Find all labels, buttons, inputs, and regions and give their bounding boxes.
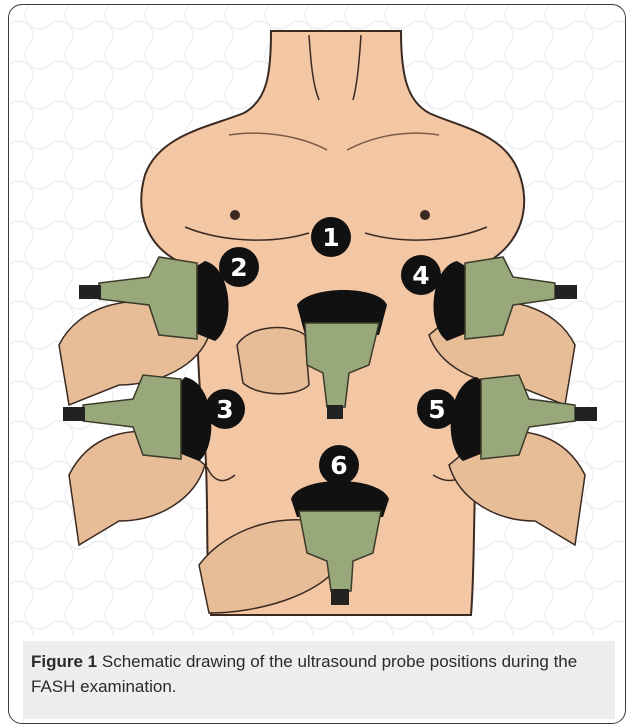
probe-5-cable — [575, 407, 597, 421]
caption-label: Figure 1 — [31, 652, 97, 671]
marker-3-label: 3 — [216, 395, 233, 424]
probe-3-cable — [63, 407, 85, 421]
marker-5-label: 5 — [428, 395, 445, 424]
torso-illustration: 1 2 3 4 5 6 — [9, 5, 625, 635]
marker-1-label: 1 — [322, 223, 339, 252]
marker-4-label: 4 — [412, 261, 429, 290]
probe-6-cable — [331, 589, 349, 605]
marker-2: 2 — [219, 247, 259, 287]
marker-2-label: 2 — [230, 253, 247, 282]
figure-caption: Figure 1 Schematic drawing of the ultras… — [23, 641, 615, 719]
fash-diagram: 1 2 3 4 5 6 — [9, 5, 625, 635]
probe-2-cable — [79, 285, 101, 299]
right-nipple — [420, 210, 430, 220]
probe-1-cable — [327, 405, 343, 419]
figure-frame: 1 2 3 4 5 6 Figure 1 — [8, 4, 626, 724]
probe-4-cable — [555, 285, 577, 299]
marker-6: 6 — [319, 445, 359, 485]
marker-3: 3 — [205, 389, 245, 429]
left-nipple — [230, 210, 240, 220]
marker-6-label: 6 — [330, 451, 347, 480]
marker-4: 4 — [401, 255, 441, 295]
marker-5: 5 — [417, 389, 457, 429]
hand-1 — [237, 328, 309, 394]
marker-1: 1 — [311, 217, 351, 257]
caption-text: Schematic drawing of the ultrasound prob… — [31, 652, 577, 696]
